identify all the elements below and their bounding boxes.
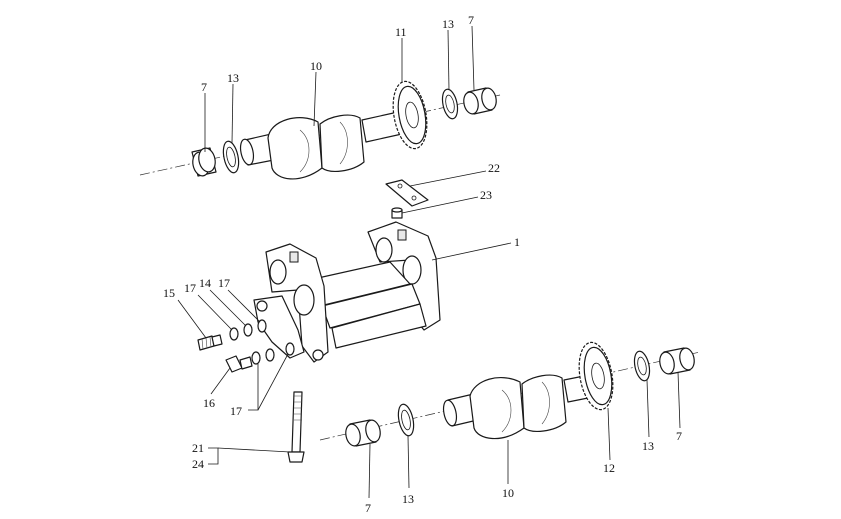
lower-right-bushing (659, 347, 695, 375)
leader-lines (177, 25, 681, 499)
plate-22 (385, 179, 429, 207)
callout-1: 1 (514, 235, 520, 249)
bolt-16 (225, 355, 253, 373)
fastener-set (197, 319, 295, 373)
washer-17-lower-c (285, 342, 295, 356)
callout-13-lower-right: 13 (642, 439, 654, 453)
washer-17-upper (229, 327, 239, 341)
upper-right-washer (441, 88, 459, 120)
callout-17-b: 17 (218, 276, 230, 290)
callout-21: 21 (192, 441, 204, 455)
callout-17-c: 17 (230, 404, 242, 418)
callout-13-lower-left: 13 (402, 492, 414, 506)
callout-13-upper-left: 13 (227, 71, 239, 85)
callout-16: 16 (203, 396, 215, 410)
callout-24: 24 (192, 457, 204, 471)
washer-17-mid (257, 319, 267, 333)
washer-14 (243, 323, 253, 337)
lower-right-washer (633, 350, 651, 382)
callout-11: 11 (395, 25, 407, 39)
callout-12: 12 (603, 461, 615, 475)
housing-body (253, 221, 441, 363)
callout-10-lower: 10 (502, 486, 514, 500)
washer-17-lower-a (251, 351, 261, 365)
lower-left-bushing (345, 419, 381, 447)
lower-camshaft (442, 374, 589, 440)
upper-gear (392, 80, 428, 150)
lower-gear (578, 341, 614, 411)
upper-left-washer (222, 140, 240, 174)
lower-shaft-assembly (319, 341, 701, 447)
washer-17-lower-b (265, 348, 275, 362)
upper-left-bushing (191, 147, 217, 177)
callout-7-upper-right: 7 (468, 13, 474, 27)
callout-14: 14 (199, 276, 211, 290)
callout-22: 22 (488, 161, 500, 175)
callout-7-lower-left: 7 (365, 501, 371, 515)
callout-10-upper: 10 (310, 59, 322, 73)
callout-labels: 1 7 7 7 7 10 10 11 12 13 13 13 13 14 15 … (163, 13, 682, 515)
callout-15: 15 (163, 286, 175, 300)
upper-right-bushing (463, 87, 497, 115)
callout-7-upper-left: 7 (201, 80, 207, 94)
screw-15 (197, 334, 223, 351)
callout-23: 23 (480, 188, 492, 202)
upper-camshaft (239, 111, 403, 180)
lower-left-washer (397, 403, 415, 437)
callout-17-a: 17 (184, 281, 196, 295)
plate-and-nut (385, 179, 429, 219)
upper-shaft-assembly (139, 80, 501, 180)
callout-7-lower-right: 7 (676, 429, 682, 443)
long-bolt (287, 391, 305, 463)
callout-13-upper-right: 13 (442, 17, 454, 31)
nut-23 (391, 207, 403, 219)
